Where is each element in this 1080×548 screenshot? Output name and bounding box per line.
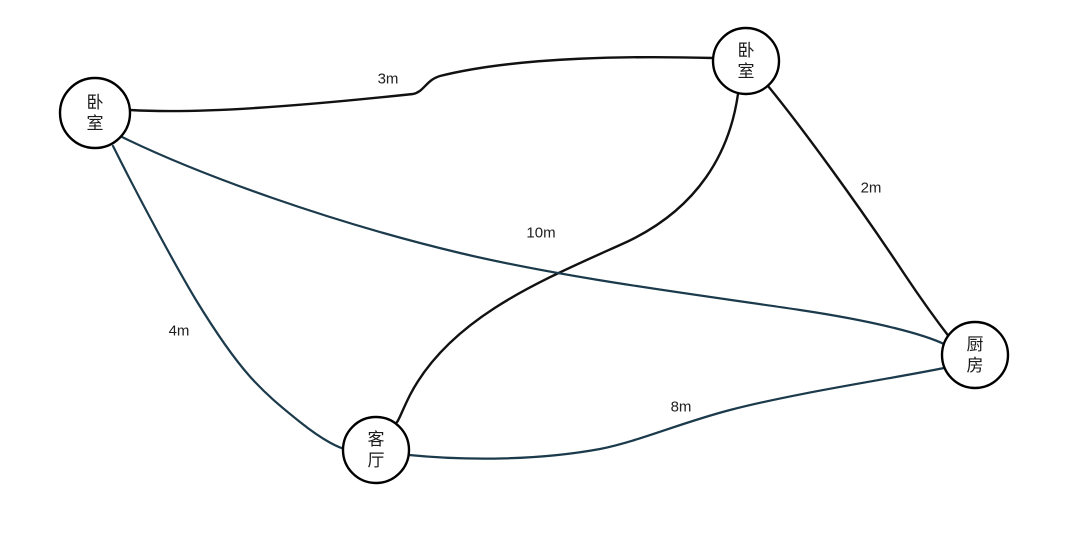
node-circle-bedroom-top[interactable] <box>711 26 781 96</box>
node-circle-kitchen[interactable] <box>940 320 1010 390</box>
node-living-room[interactable]: 客厅 <box>341 415 411 485</box>
node-bedroom-left[interactable]: 卧室 <box>58 76 132 150</box>
edge-weight-label-edge-bedroomtop-kitchen: 2m <box>861 180 882 197</box>
node-bedroom-top[interactable]: 卧室 <box>711 26 781 96</box>
node-kitchen[interactable]: 厨房 <box>940 320 1010 390</box>
node-label-living-room: 客厅 <box>368 430 385 471</box>
node-label-bedroom-top: 卧室 <box>738 41 755 82</box>
node-circle-living-room[interactable] <box>341 415 411 485</box>
edge-label-backdrop <box>668 397 694 417</box>
edge-weight-label-edge-livingroom-kitchen: 8m <box>671 399 692 416</box>
edge-labels-layer: 3m 2m 10m 4m 8m <box>166 69 884 417</box>
edge-bedroom-top-to-living-room[interactable] <box>395 92 740 424</box>
node-circle-bedroom-left[interactable] <box>58 76 132 150</box>
edge-weight-label-edge-bedroomleft-livingroom: 4m <box>169 323 190 340</box>
node-label-bedroom-left: 卧室 <box>87 93 104 134</box>
edge-bedroom-left-to-living-room[interactable] <box>111 144 347 451</box>
edge-weight-label-edge-bedroomleft-bedroomtop: 3m <box>378 71 399 88</box>
edge-label-backdrop <box>523 223 559 243</box>
edge-living-room-to-kitchen[interactable] <box>407 366 946 460</box>
edge-bedroom-left-to-bedroom-top[interactable] <box>128 55 715 113</box>
edge-label-backdrop <box>166 321 192 341</box>
edge-bedroom-top-to-kitchen[interactable] <box>766 84 952 340</box>
edge-bedroom-left-to-kitchen[interactable] <box>120 135 946 346</box>
node-label-kitchen: 厨房 <box>967 335 984 376</box>
edges-layer <box>111 55 952 460</box>
edge-label-backdrop <box>375 69 401 89</box>
edge-label-backdrop <box>858 178 884 198</box>
edge-weight-label-edge-bedroomtop-livingroom: 10m <box>526 225 555 242</box>
